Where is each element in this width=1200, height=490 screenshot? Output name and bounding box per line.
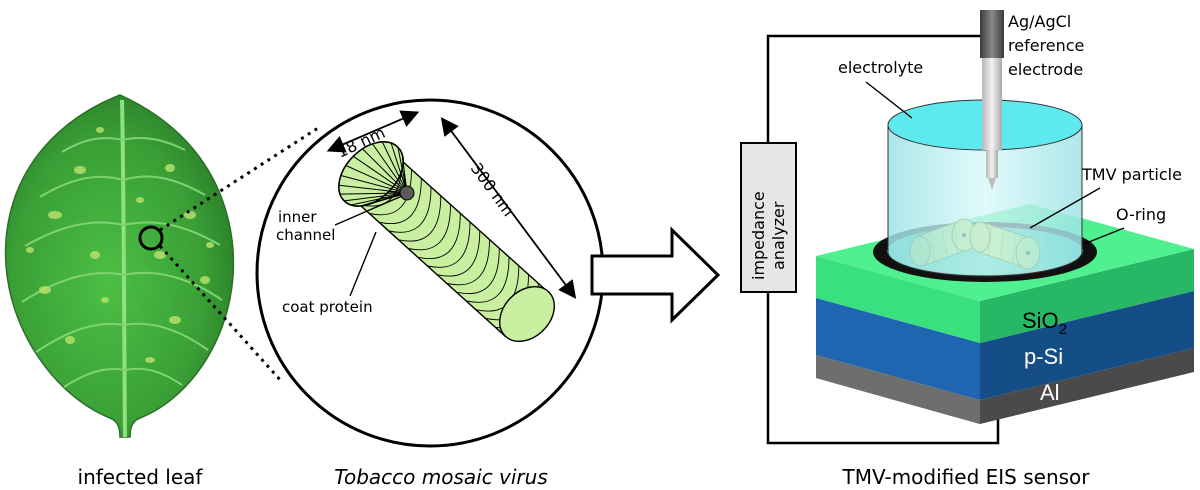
electrode-label-3: electrode xyxy=(1008,60,1083,79)
inner-channel-pointer xyxy=(334,195,403,226)
rod-spoke xyxy=(362,148,408,194)
tmv-particle-pointer xyxy=(1029,187,1101,229)
inner-channel-label-1: inner xyxy=(278,208,317,226)
caption-virus: Tobacco mosaic virus xyxy=(334,465,548,489)
virus-zoom-panel: 18 nm 300 nm inner channel coat protein xyxy=(255,98,605,448)
tmv-particle-label: TMV particle xyxy=(1081,165,1182,184)
inner-channel-dot xyxy=(399,185,415,201)
rod-spoke xyxy=(340,175,408,194)
wire-bottom xyxy=(766,292,1000,445)
rod-spoke xyxy=(350,192,408,206)
layer-al-label: Al xyxy=(1040,380,1060,405)
electrolyte-pointer xyxy=(865,81,913,119)
rod-spoke xyxy=(353,155,408,194)
length-arrow xyxy=(440,117,577,299)
rod-disk-ring xyxy=(398,195,442,242)
inner-channel-label-2: channel xyxy=(276,226,335,244)
zoom-lines xyxy=(158,126,319,384)
zoom-circle-icon xyxy=(138,225,164,251)
impedance-analyzer-box xyxy=(740,142,797,293)
layer-sio2-label: SiO2 xyxy=(1022,308,1067,338)
layer-psi-label: p-Si xyxy=(1024,344,1063,369)
rod-spoke xyxy=(345,165,408,194)
electrode-label-2: reference xyxy=(1008,36,1084,55)
electrolyte-cylinder xyxy=(887,124,1083,277)
rod-spoke xyxy=(338,184,408,194)
diameter-arrow xyxy=(326,110,420,153)
rod-spoke xyxy=(344,192,408,202)
o-ring-label: O-ring xyxy=(1116,205,1166,224)
coat-protein-label: coat protein xyxy=(282,298,373,316)
infected-leaf xyxy=(4,94,235,438)
caption-sensor: TMV-modified EIS sensor xyxy=(842,465,1091,489)
o-ring-pointer xyxy=(1083,227,1125,245)
process-arrow-icon xyxy=(590,226,721,324)
rod-disk-ring xyxy=(388,186,432,233)
reference-electrode xyxy=(980,10,1004,190)
electrolyte-label: electrolyte xyxy=(838,58,923,77)
eis-sensor: impedance analyzer xyxy=(740,10,1194,445)
coat-protein-pointer xyxy=(349,231,377,297)
analyzer-label-1: impedance xyxy=(749,191,768,280)
caption-leaf: infected leaf xyxy=(78,465,204,489)
electrode-label-1: Ag/AgCl xyxy=(1008,12,1071,31)
rod-spoke xyxy=(339,192,408,195)
wire-top xyxy=(766,34,992,143)
analyzer-label-2: analyzer xyxy=(769,201,788,270)
rod-disk-ring xyxy=(379,178,422,224)
rod-disk-ring xyxy=(369,169,412,216)
rod-spoke xyxy=(397,147,408,194)
